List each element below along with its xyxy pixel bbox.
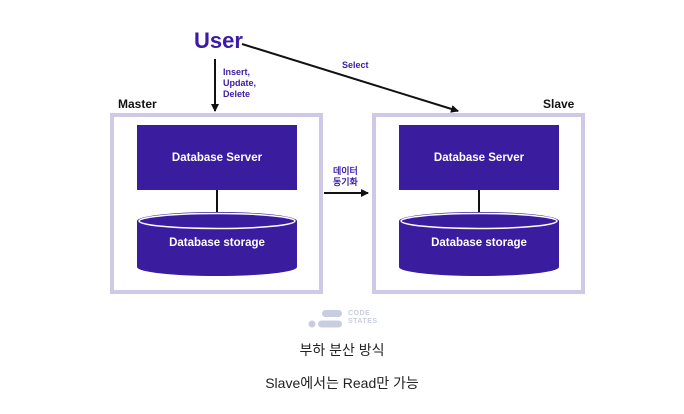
codestates-logo-text: CODE STATES [348, 310, 378, 326]
slave-frame [372, 113, 585, 294]
write-op-update: Update, [223, 78, 257, 88]
codestates-logo-icon [308, 310, 342, 328]
master-server-label: Database Server [171, 151, 263, 164]
caption-title: 부하 분산 방식 [299, 342, 385, 358]
logo-text-states: STATES [348, 318, 378, 325]
sync-label: 데이터 동기화 [333, 166, 358, 188]
master-database-server: Database Server [137, 125, 297, 190]
select-arrow [241, 43, 459, 113]
master-frame [110, 113, 323, 294]
slave-label: Slave [543, 97, 575, 111]
user-label: User [194, 28, 243, 53]
write-op-insert: Insert, [223, 67, 251, 77]
slave-storage-label: Database storage [431, 237, 527, 249]
master-label: Master [118, 97, 157, 111]
slave-database-server: Database Server [399, 125, 559, 190]
master-storage-label: Database storage [169, 237, 265, 249]
master-storage-cylinder [137, 212, 297, 276]
sync-label-line2: 동기화 [333, 177, 358, 187]
sync-label-line1: 데이터 [333, 166, 358, 176]
slave-server-label: Database Server [433, 151, 525, 164]
logo-text-code: CODE [348, 310, 371, 317]
write-op-delete: Delete [223, 89, 251, 99]
select-label: Select [342, 60, 369, 70]
write-ops-label: Insert, Update, Delete [223, 67, 256, 100]
slave-storage-cylinder [399, 212, 559, 276]
caption-subtitle: Slave에서는 Read만 가능 [265, 375, 419, 391]
